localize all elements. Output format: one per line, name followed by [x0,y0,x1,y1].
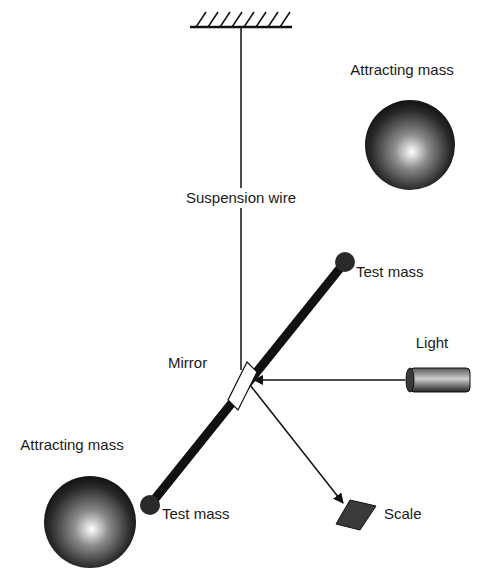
light-source [406,368,470,392]
ceiling-hatch [244,12,254,27]
ceiling-hatch [232,12,242,27]
scale [336,500,376,530]
light-ray [254,379,405,381]
reflected-ray [250,385,343,503]
scale-label: Scale [384,505,422,523]
ceiling-hatch [220,12,230,27]
test-mass [140,495,160,515]
mirror [228,362,257,410]
test-mass [335,252,355,272]
mass-label: Test mass [356,263,424,281]
mass-label: Attracting mass [20,436,123,454]
mass-label: Attracting mass [350,61,453,79]
attracting-mass [365,100,455,190]
ceiling [190,12,292,27]
ceiling-hatch [268,12,278,27]
light-label: Light [416,334,449,352]
wire-label: Suspension wire [183,188,299,208]
ceiling-hatch [208,12,218,27]
mirror-label: Mirror [168,354,207,372]
ceiling-hatch [280,12,290,27]
mass-label: Test mass [162,505,230,523]
ceiling-hatch [196,12,206,27]
ceiling-hatch [256,12,266,27]
torsion-rod [150,262,345,505]
attracting-mass [44,476,136,568]
